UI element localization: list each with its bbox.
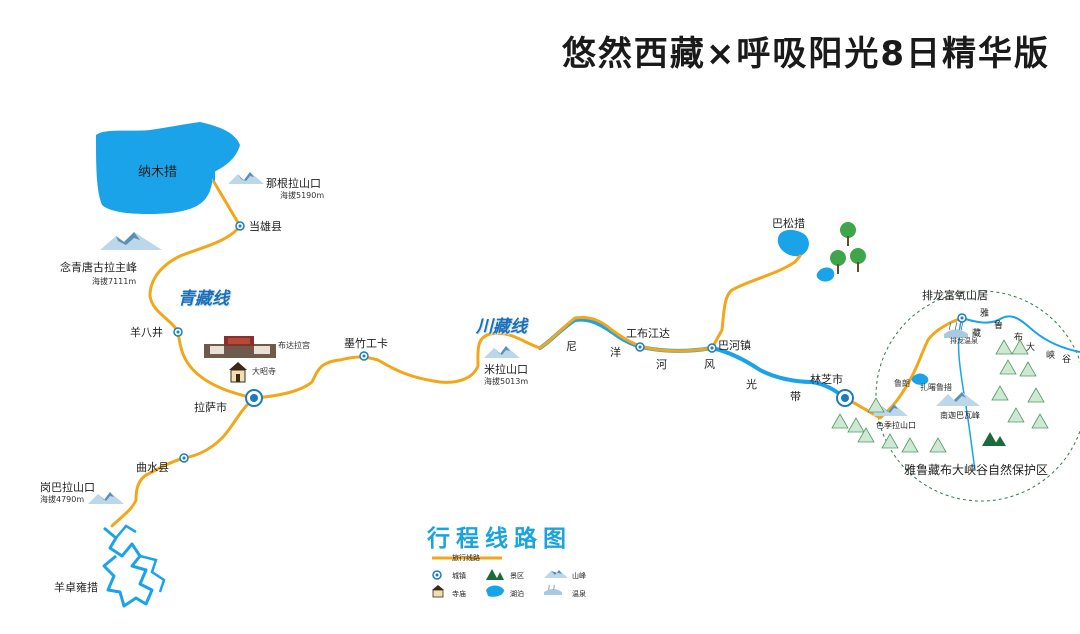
river-char: 光 bbox=[746, 378, 757, 391]
river-char: 带 bbox=[790, 390, 801, 403]
label-milashan-alt: 海拔5013m bbox=[484, 377, 529, 386]
label-nyenchen-alt: 海拔7111m bbox=[92, 277, 137, 286]
basong-small-lake bbox=[816, 267, 835, 282]
travel-route-linzhi bbox=[843, 316, 964, 420]
label-yamdrok: 羊卓雍措 bbox=[54, 581, 98, 594]
river-char: 藏 bbox=[972, 329, 982, 339]
jokhang-icon bbox=[229, 362, 247, 383]
nyang-river bbox=[538, 317, 847, 400]
zhalu-lake bbox=[911, 373, 929, 385]
legend-scenic-icon bbox=[486, 569, 504, 580]
label-gangbala: 岗巴拉山口 bbox=[40, 481, 95, 494]
travel-route bbox=[148, 180, 802, 400]
label-basong: 巴松措 bbox=[772, 217, 805, 230]
yamdrok-arm2 bbox=[115, 524, 137, 539]
hot-spring-icon bbox=[944, 321, 968, 338]
river-char: 雅 bbox=[980, 309, 990, 319]
legend-spring-label: 温泉 bbox=[572, 590, 586, 598]
river-char: 风 bbox=[704, 358, 715, 371]
reserve-scenic-icon bbox=[982, 432, 1006, 446]
river-char: 洋 bbox=[610, 346, 621, 359]
legend-peak-label: 山峰 bbox=[572, 572, 586, 580]
peak-icon-milashan bbox=[484, 346, 520, 358]
town-marker-pailong-inn bbox=[957, 313, 967, 323]
town-marker-yangbajing bbox=[173, 327, 183, 337]
label-qingzang: 青藏线 bbox=[178, 289, 229, 309]
legend-title: 行程线路图 bbox=[427, 526, 572, 552]
travel-route-lhasa-south bbox=[110, 396, 256, 528]
label-potala: 布达拉宫 bbox=[278, 341, 310, 350]
legend-lake-label: 湖泊 bbox=[510, 590, 524, 598]
label-nagenla-alt: 海拔5190m bbox=[280, 191, 325, 200]
label-lhasa: 拉萨市 bbox=[194, 401, 227, 414]
town-marker-qushui bbox=[179, 453, 189, 463]
town-marker-linzhi bbox=[836, 389, 854, 407]
basong-lake bbox=[777, 229, 809, 257]
page-title: 悠然西藏×呼吸阳光8日精华版 bbox=[561, 34, 1050, 74]
label-linzhi: 林芝市 bbox=[810, 373, 843, 386]
label-chuanzang: 川藏线 bbox=[476, 317, 527, 337]
peak-icon-gangbala bbox=[88, 492, 124, 504]
yarlung-river bbox=[961, 315, 1080, 353]
label-damxung: 当雄县 bbox=[249, 220, 282, 233]
label-nyenchen: 念青唐古拉主峰 bbox=[60, 261, 137, 274]
label-zhalu: 扎曙鲁措 bbox=[920, 383, 952, 392]
river-char: 谷 bbox=[1062, 355, 1072, 365]
label-qushui: 曲水县 bbox=[136, 461, 169, 474]
namco-lake bbox=[96, 122, 240, 214]
label-segila: 色季拉山口 bbox=[876, 421, 916, 430]
reserve-boundary bbox=[875, 290, 1080, 502]
legend-peak-icon bbox=[544, 570, 568, 578]
river-char: 峡 bbox=[1046, 351, 1056, 361]
river-char: 河 bbox=[656, 358, 667, 371]
town-marker-damxung bbox=[235, 221, 245, 231]
namco-outflow bbox=[206, 171, 215, 182]
legend-spring-icon bbox=[544, 584, 562, 595]
label-milashan: 米拉山口 bbox=[484, 363, 528, 376]
label-yangbajing: 羊八井 bbox=[130, 326, 163, 339]
yamdrok-lake bbox=[102, 526, 154, 608]
label-gangbala-alt: 海拔4790m bbox=[40, 495, 85, 504]
town-marker-mozhugongka bbox=[359, 351, 369, 361]
label-pailong-spring: 排龙温泉 bbox=[950, 337, 978, 345]
legend-temple-icon bbox=[432, 585, 444, 598]
legend-temple-label: 寺庙 bbox=[452, 590, 466, 598]
peak-icon-nyenchen bbox=[100, 232, 162, 250]
label-jokhang: 大昭寺 bbox=[252, 367, 276, 376]
label-namco: 纳木措 bbox=[138, 165, 178, 180]
label-pailong-inn: 排龙富氧山居 bbox=[922, 289, 988, 302]
river-char: 大 bbox=[1026, 343, 1036, 353]
river-char: 鲁 bbox=[994, 321, 1004, 331]
reserve-forest bbox=[831, 339, 1049, 453]
legend-town-label: 城镇 bbox=[452, 572, 466, 580]
label-bahe: 巴河镇 bbox=[718, 339, 751, 352]
potala-icon bbox=[204, 336, 276, 358]
trees-basong bbox=[830, 222, 866, 274]
legend-lake-icon bbox=[486, 585, 504, 597]
legend-town-icon bbox=[432, 570, 442, 580]
peak-icon-nagenla bbox=[228, 172, 264, 184]
label-reserve: 雅鲁藏布大峡谷自然保护区 bbox=[904, 463, 1049, 477]
label-namcha: 南迦巴瓦峰 bbox=[940, 411, 980, 420]
town-marker-gongbujiangda bbox=[635, 342, 645, 352]
river-char: 尼 bbox=[566, 340, 577, 353]
label-nagenla: 那根拉山口 bbox=[266, 177, 321, 190]
yamdrok-arm bbox=[139, 554, 166, 593]
legend-scenic-label: 景区 bbox=[510, 572, 524, 580]
label-lulang: 鲁朗 bbox=[894, 379, 910, 388]
legend-route-label: 旅行线路 bbox=[452, 554, 480, 562]
peak-icon-namcha bbox=[936, 392, 980, 406]
label-mozhugongka: 墨竹工卡 bbox=[344, 337, 388, 350]
label-gongbujiangda: 工布江达 bbox=[626, 327, 670, 340]
river-char: 布 bbox=[1014, 333, 1024, 343]
town-marker-lhasa bbox=[245, 389, 263, 407]
town-marker-bahe bbox=[707, 343, 717, 353]
